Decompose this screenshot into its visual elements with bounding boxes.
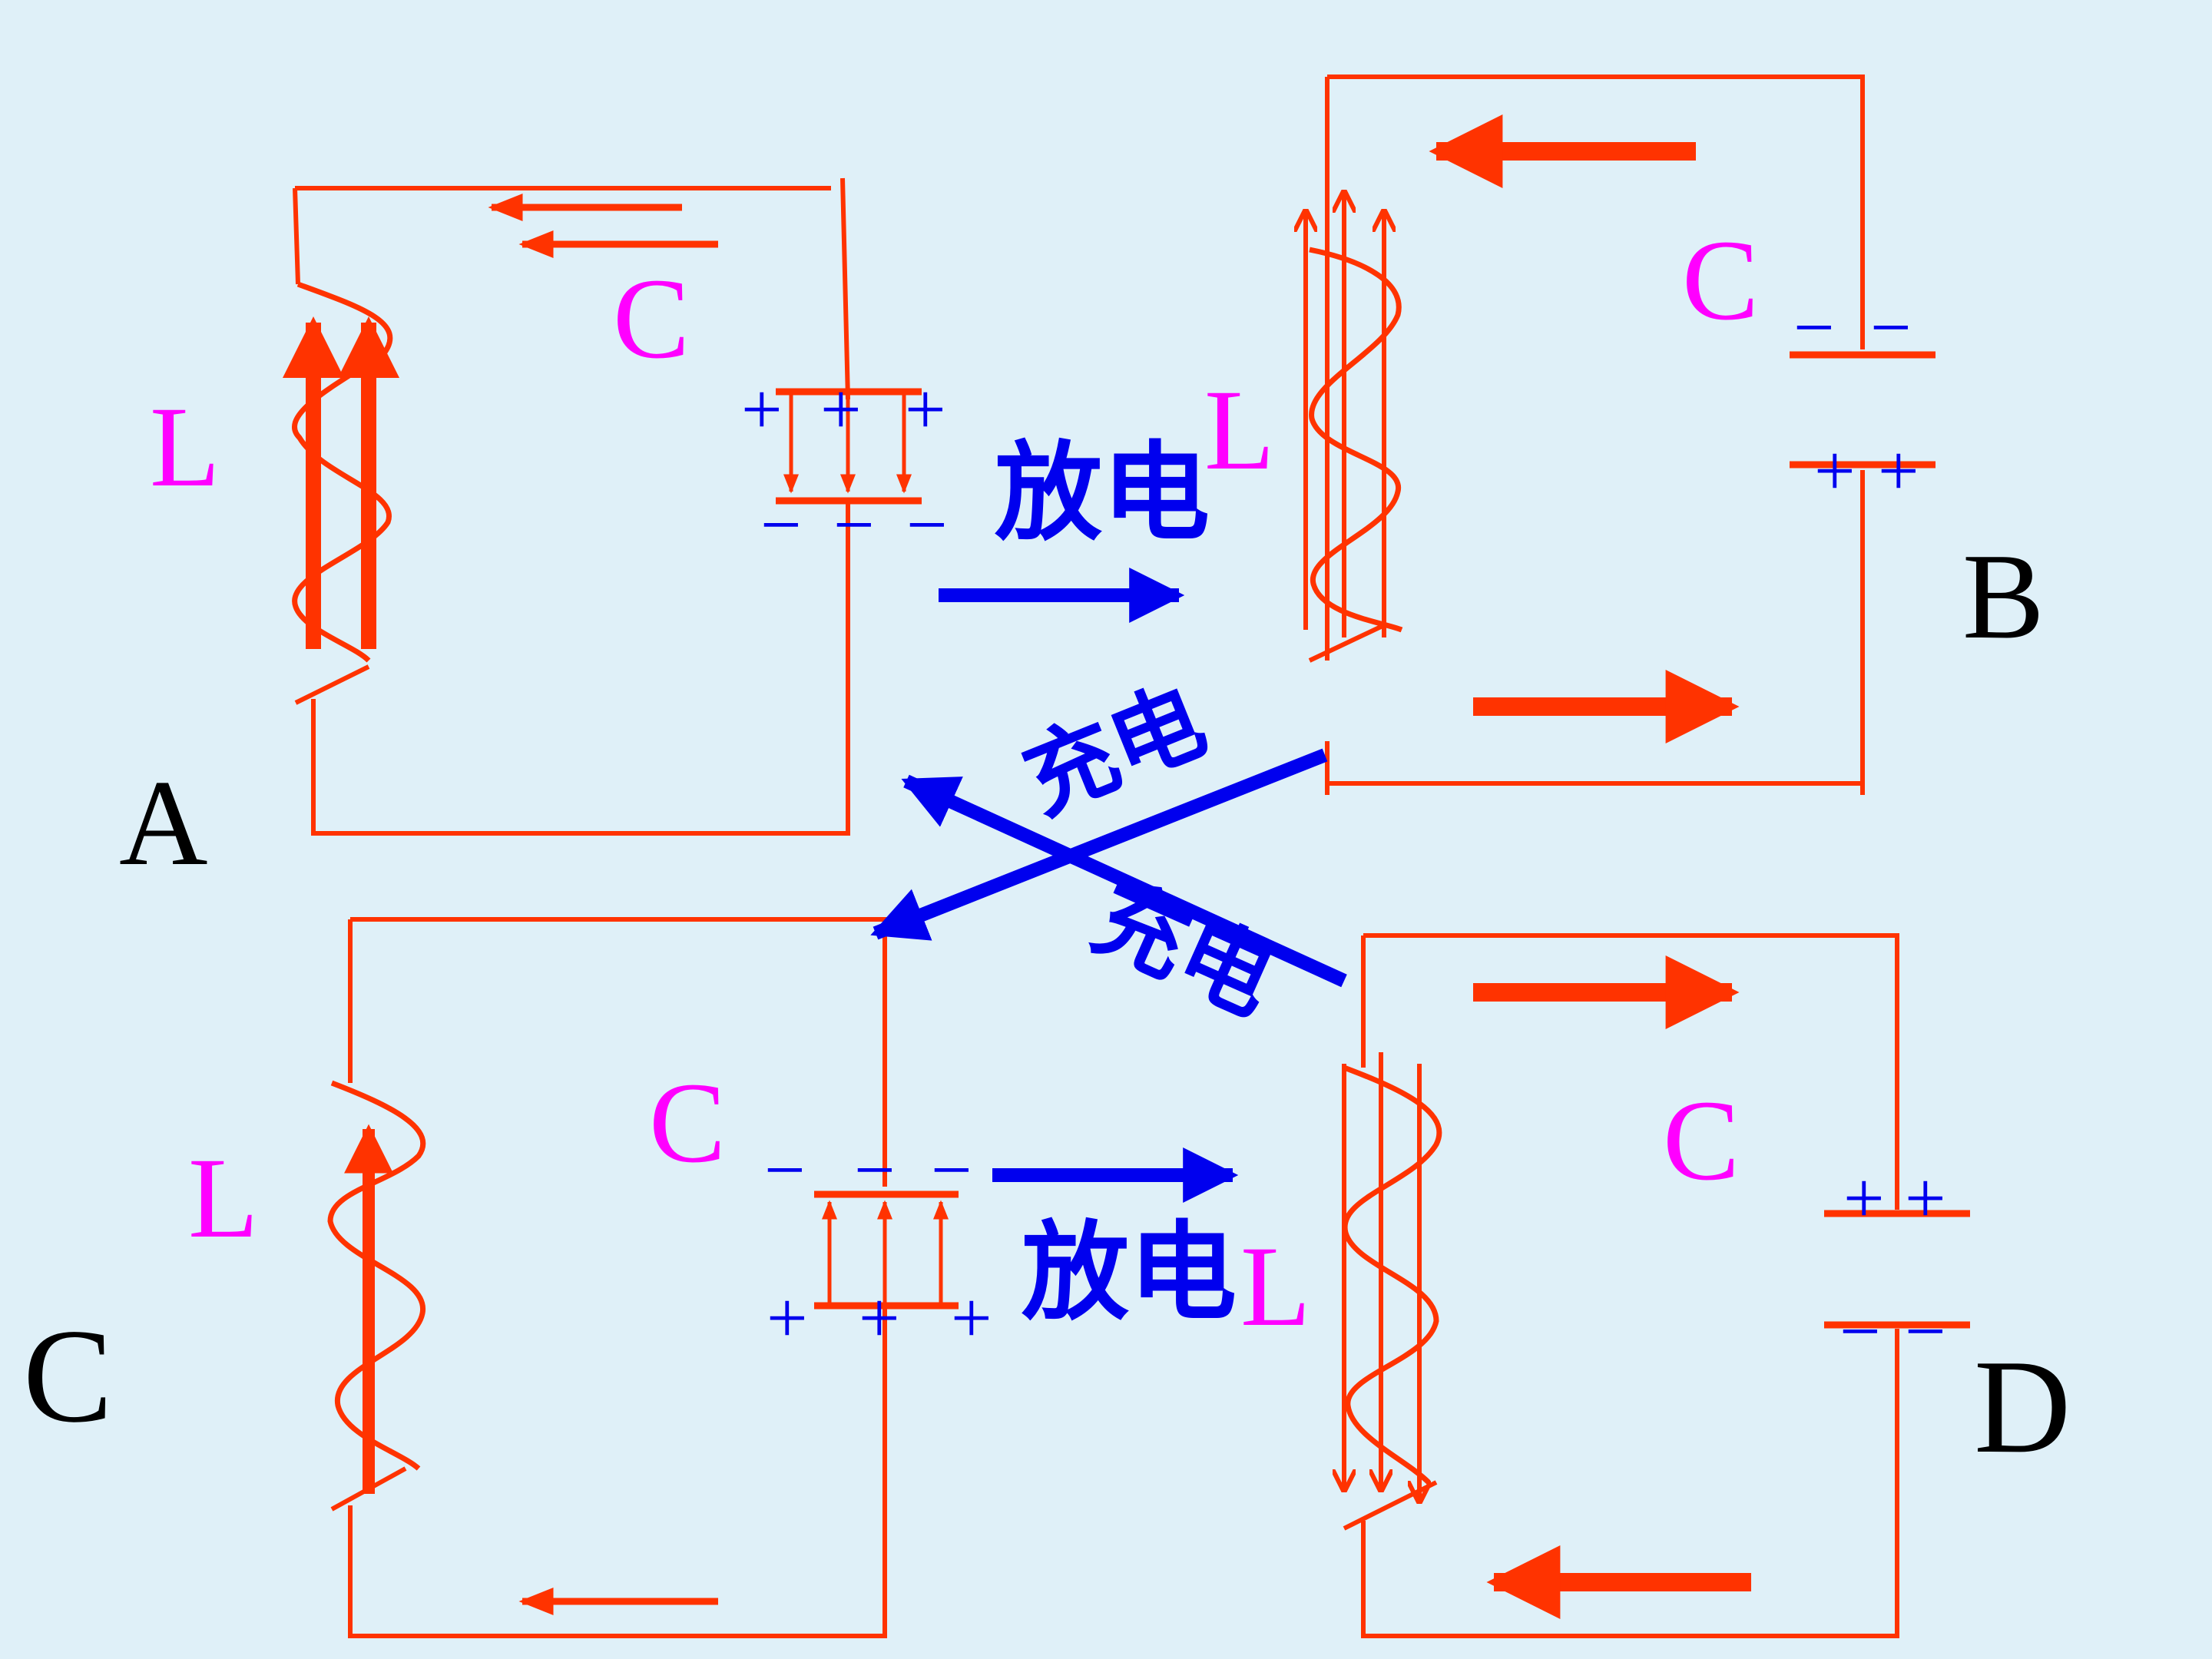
capacitor-label-a: C: [613, 255, 690, 382]
labels: A B C D L C L C L C L C 放电 放电 充电 充电 + + …: [23, 217, 2071, 1481]
charge-sign-a-minus-1: −: [760, 484, 802, 565]
flow-arrow-d-to-a: [901, 774, 1347, 988]
inductor-b-coil: [1309, 247, 1403, 633]
transition-label-a-to-b: 放电: [995, 431, 1210, 556]
capacitor-label-d: C: [1663, 1077, 1740, 1204]
circuit-c: [327, 917, 959, 1638]
charge-sign-c-minus-2: −: [854, 1129, 896, 1210]
inductor-c-coil: [327, 1080, 426, 1471]
charge-sign-c-plus-3: +: [951, 1277, 992, 1359]
charge-sign-a-plus-1: +: [741, 369, 783, 450]
charge-sign-c-minus-3: −: [931, 1129, 972, 1210]
inductor-label-a: L: [150, 383, 220, 511]
charge-sign-c-minus-1: −: [764, 1129, 806, 1210]
inductor-label-c: L: [188, 1134, 259, 1262]
charge-sign-b-minus-1: −: [1793, 286, 1835, 368]
circuit-d: [1342, 933, 1970, 1638]
charge-sign-a-minus-3: −: [906, 484, 948, 565]
panel-label-a: A: [119, 754, 208, 891]
charge-sign-d-minus-1: −: [1839, 1290, 1881, 1372]
circuit-b: [1306, 75, 1936, 795]
panel-label-c: C: [23, 1301, 113, 1450]
charge-sign-b-minus-2: −: [1870, 286, 1912, 368]
flow-arrows: [870, 568, 1347, 1203]
panel-label-b: B: [1962, 528, 2045, 664]
inductor-label-d: L: [1240, 1223, 1311, 1350]
inductor-label-b: L: [1204, 366, 1275, 494]
charge-sign-c-plus-1: +: [767, 1277, 808, 1359]
circuit-a: [283, 177, 922, 836]
inductor-d-coil: [1342, 1065, 1442, 1485]
charge-sign-a-minus-2: −: [833, 484, 875, 565]
flow-arrow-b-to-c: [870, 748, 1328, 941]
transition-label-c-to-d: 放电: [1022, 1210, 1237, 1336]
charge-sign-d-plus-1: +: [1843, 1157, 1885, 1239]
charge-sign-d-minus-2: −: [1905, 1290, 1946, 1372]
charge-sign-b-plus-1: +: [1814, 430, 1856, 512]
capacitor-label-c: C: [649, 1059, 726, 1187]
charge-sign-d-plus-2: +: [1905, 1157, 1946, 1239]
charge-sign-a-plus-2: +: [820, 369, 862, 450]
charge-sign-b-plus-2: +: [1878, 430, 1919, 512]
capacitor-label-b: C: [1682, 217, 1759, 344]
charge-sign-a-plus-3: +: [905, 369, 946, 450]
panel-label-d: D: [1974, 1332, 2071, 1481]
charge-sign-c-plus-2: +: [859, 1277, 900, 1359]
transition-label-d-to-a: 充电: [1078, 864, 1290, 1037]
